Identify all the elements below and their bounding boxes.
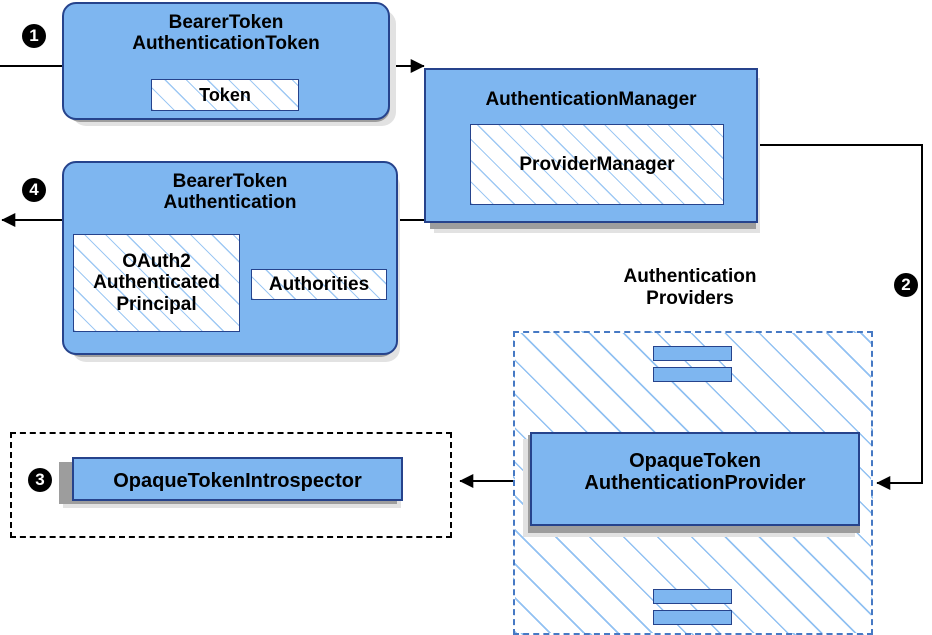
- stacked-bar-bottom-2: [653, 610, 732, 625]
- inner-provider-manager: ProviderManager: [470, 124, 724, 205]
- node-opaque-token-authentication-provider[interactable]: OpaqueToken AuthenticationProvider: [530, 432, 860, 526]
- node-opaque-token-introspector[interactable]: OpaqueTokenIntrospector: [72, 457, 403, 501]
- node-bearer-token-authentication-token-label: BearerToken AuthenticationToken: [132, 12, 320, 55]
- inner-oauth2-authenticated-principal: OAuth2 Authenticated Principal: [73, 234, 240, 332]
- node-bearer-token-authentication-label: BearerToken Authentication: [163, 171, 297, 214]
- inner-token: Token: [151, 79, 299, 111]
- node-authentication-manager-label: AuthenticationManager: [485, 89, 697, 110]
- stacked-bar-top-2: [653, 367, 732, 382]
- stacked-bar-bottom-1: [653, 589, 732, 604]
- node-opaque-token-introspector-label: OpaqueTokenIntrospector: [113, 470, 362, 492]
- node-opaque-token-authentication-provider-label: OpaqueToken AuthenticationProvider: [584, 450, 806, 495]
- authentication-providers-caption: Authentication Providers: [623, 266, 757, 309]
- line-manager-to-provider: [759, 144, 923, 490]
- stacked-bar-top-1: [653, 346, 732, 361]
- inner-authorities: Authorities: [251, 269, 387, 300]
